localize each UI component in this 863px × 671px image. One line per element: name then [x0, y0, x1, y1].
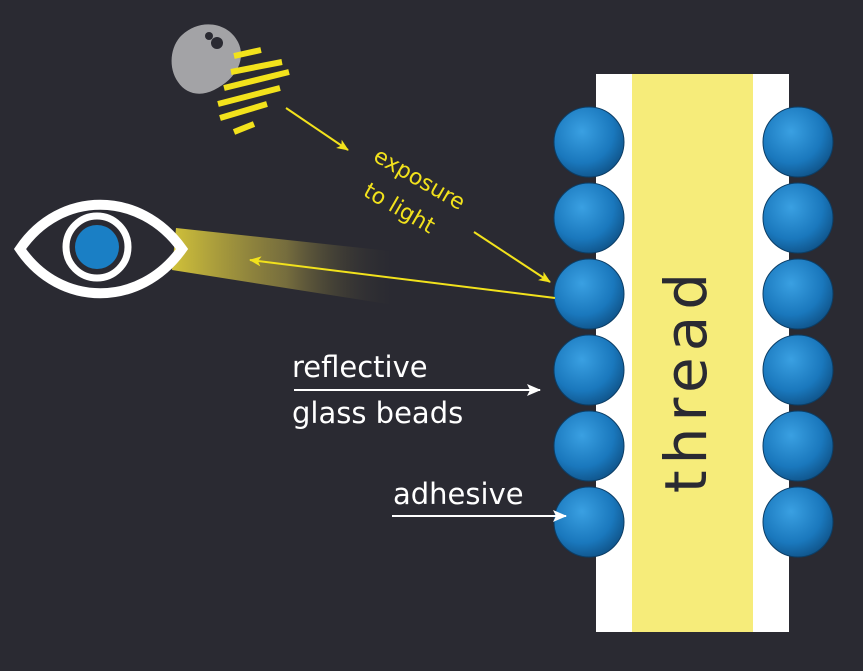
reflective-label-line1: reflective [292, 350, 428, 384]
glass-beads [553, 106, 834, 558]
adhesive-label: adhesive [393, 477, 524, 511]
right-glass-bead [762, 258, 834, 330]
flashlight-icon [171, 24, 290, 135]
right-glass-bead [762, 334, 834, 406]
reflected-light-arrow [249, 256, 556, 299]
right-glass-bead [762, 410, 834, 482]
incoming-light-arrow-2 [473, 231, 551, 283]
eye-icon [13, 199, 189, 299]
left-glass-bead [553, 334, 625, 406]
thread-label: thread [652, 267, 720, 493]
thread-core [632, 74, 753, 632]
left-glass-bead [553, 258, 625, 330]
left-glass-bead [553, 486, 625, 558]
right-glass-bead [762, 486, 834, 558]
left-glass-bead [553, 182, 625, 254]
left-glass-bead [553, 106, 625, 178]
right-glass-bead [762, 182, 834, 254]
reflective-label-line2: glass beads [292, 396, 463, 430]
reflected-beam [172, 228, 400, 306]
left-glass-bead [553, 410, 625, 482]
incoming-light-arrow-1 [285, 107, 349, 151]
right-glass-bead [762, 106, 834, 178]
